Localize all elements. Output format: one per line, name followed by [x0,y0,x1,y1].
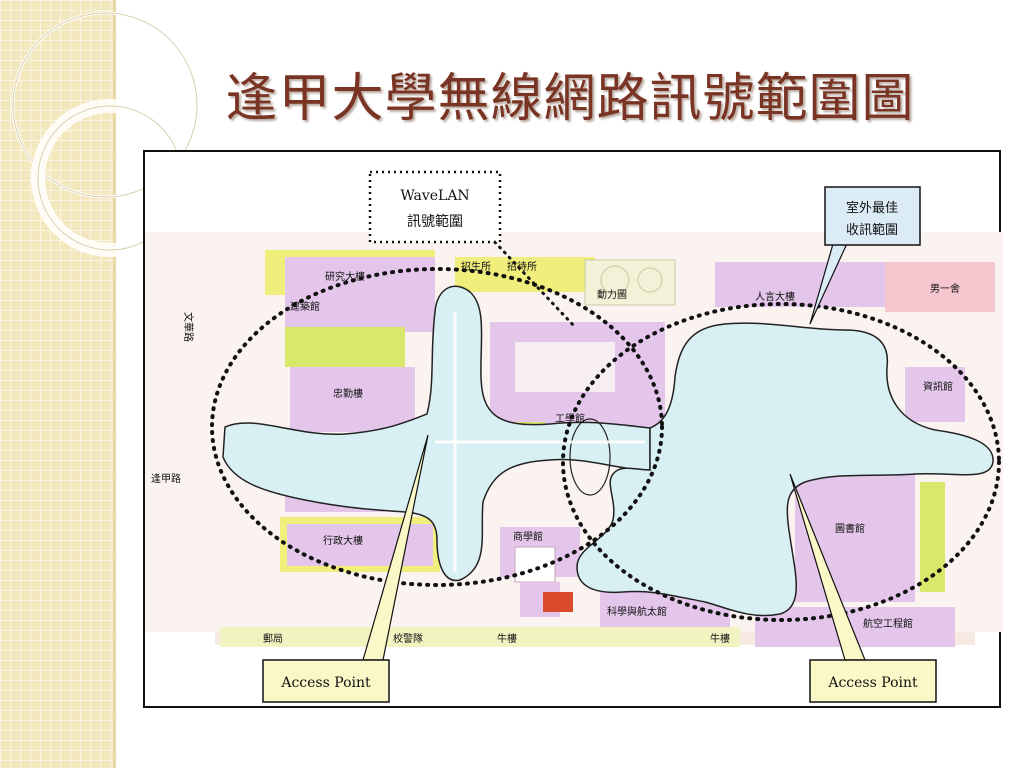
label-gym: 工學館 [555,412,585,425]
label-lab: 研究大樓 [325,270,365,283]
outdoor-callout-line1: 室外最佳 [846,200,898,216]
building-block [905,367,965,422]
label-admin: 行政大樓 [323,534,363,547]
outdoor-callout-line2: 收訊範圍 [846,223,898,238]
overlap-boundary [569,418,611,496]
building-block [543,592,573,612]
garden-circle [637,267,663,293]
wavelan-callout-pointer [488,235,577,329]
building-block [290,367,415,432]
wavelan-coverage-right [576,322,994,617]
label-bottom-3: 牛樓 [497,632,517,645]
label-aero: 航空工程館 [863,617,913,630]
building-block [285,327,405,367]
building-block [285,257,435,332]
garden-circle [600,265,630,295]
access-point-right-box [809,659,937,703]
label-student-center: 男一舍 [930,282,960,295]
label-bottom-1: 郵局 [263,633,283,645]
wavelan-callout-line2: 訊號範圍 [407,213,463,230]
wavelan-callout-line1: WaveLAN [400,188,469,204]
building-block [584,259,676,306]
campus-map-drawing: 研究大樓 招生所 招待所 動力圖 人言大樓 男一舍 建築館 忠勤樓 工學館 資訊… [145,170,1003,703]
coverage-ellipse-right [561,302,1001,622]
label-garden: 動力圖 [597,288,627,301]
label-meng: 忠勤樓 [333,387,363,400]
wavelan-callout-box [368,170,502,244]
coverage-ellipse-left [210,267,664,587]
bottom-buildings [220,627,740,647]
label-info: 資訊館 [923,380,953,393]
label-arch: 建築館 [290,300,320,313]
outdoor-callout-box [824,186,921,246]
label-sci: 科學與航太館 [607,605,667,618]
label-business: 商學館 [513,530,543,543]
building-block [715,262,915,307]
label-humanities: 人言大樓 [755,290,795,303]
campus-map: 研究大樓 招生所 招待所 動力圖 人言大樓 男一舍 建築館 忠勤樓 工學館 資訊… [143,150,1003,708]
label-admissions: 招生所 [461,260,491,273]
label-art-road: 文華路 [182,312,195,342]
access-point-left-box [262,659,390,703]
label-library: 圖書館 [835,522,865,535]
label-bottom-4: 牛樓 [710,632,730,645]
label-guest: 招待所 [507,260,537,273]
access-point-right-label: Access Point [827,675,918,691]
building-block [885,262,995,312]
building-courtyard [515,342,615,392]
access-point-left-label: Access Point [280,675,371,691]
slide-sidebar-edge [113,0,116,768]
label-bottom-2: 校警隊 [393,632,423,645]
label-street-left: 逢甲路 [151,472,181,485]
building-block [514,546,556,583]
walkways [435,312,645,572]
slide-title: 逢甲大學無線網路訊號範圍圖 [225,69,915,129]
